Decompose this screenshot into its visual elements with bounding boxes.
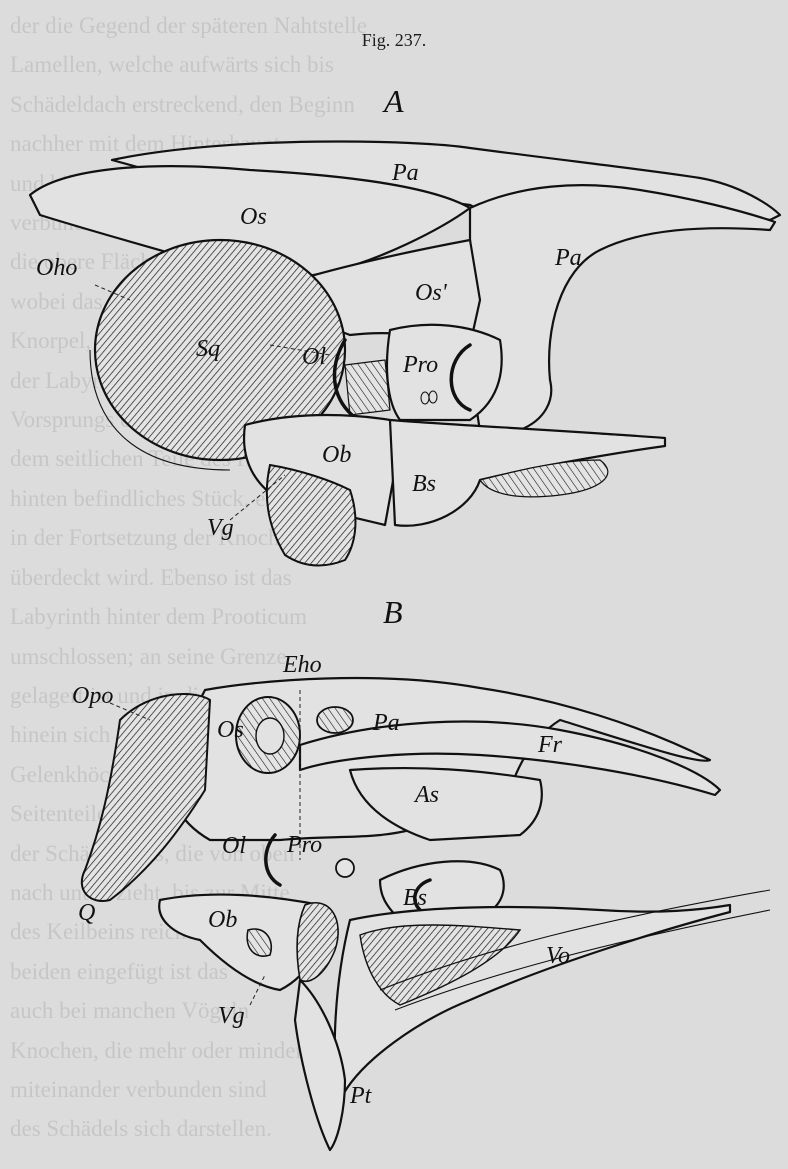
label-b-as: As <box>413 782 439 808</box>
os-b-hole <box>256 718 284 754</box>
label-a-oho: Oho <box>36 255 77 281</box>
label-b-q: Q <box>78 900 95 926</box>
label-a-vg: Vg <box>207 515 234 541</box>
label-b-vg: Vg <box>218 1003 245 1029</box>
label-a-os-prime: Os' <box>415 280 448 306</box>
pa-b-foramen <box>317 707 353 733</box>
vg-b-process <box>297 903 338 981</box>
label-b-bs: Bs <box>403 885 427 911</box>
panel-b <box>82 678 770 1150</box>
label-a-sq: Sq <box>196 336 220 362</box>
label-b-pro: Pro <box>286 832 322 858</box>
label-a-ob: Ob <box>322 442 351 468</box>
pro-b-foramen <box>336 859 354 877</box>
hatched-block-a <box>345 360 390 415</box>
label-b-eho: Eho <box>282 652 322 678</box>
panel-a-letter: A <box>382 83 404 119</box>
label-a-ol: Ol <box>302 344 326 370</box>
label-a-pa-right: Pa <box>554 245 582 271</box>
label-b-ob: Ob <box>208 907 237 933</box>
label-b-fr: Fr <box>537 732 563 758</box>
label-a-bs: Bs <box>412 471 436 497</box>
panel-b-letter: B <box>383 594 403 630</box>
label-b-ol: Ol <box>222 833 246 859</box>
label-b-pa: Pa <box>372 710 400 736</box>
label-a-pro: Pro <box>402 352 438 378</box>
opisthotic-b-shape <box>82 694 210 901</box>
label-b-vo: Vo <box>546 943 570 969</box>
label-a-os: Os <box>240 204 267 230</box>
label-b-os: Os <box>217 717 244 743</box>
label-b-opo: Opo <box>72 683 113 709</box>
label-b-pt: Pt <box>349 1083 373 1109</box>
label-a-pa-top: Pa <box>391 160 419 186</box>
parietal-a-wing-shape <box>470 185 775 430</box>
opisthotic-b-arc <box>266 835 280 885</box>
